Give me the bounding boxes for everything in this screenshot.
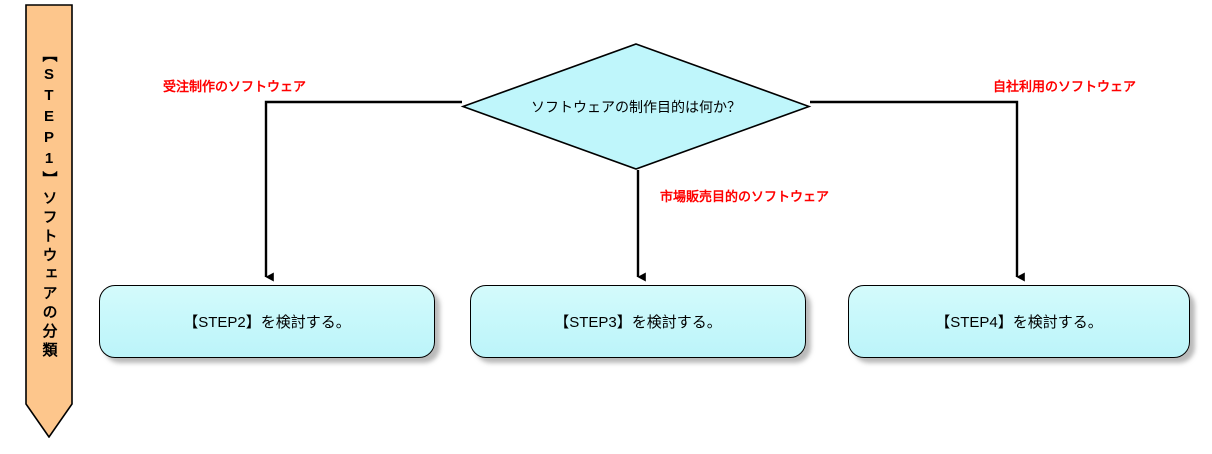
decision-diamond-polygon <box>460 43 812 170</box>
process-box-step4-label: 【STEP4】を検討する。 <box>935 314 1103 331</box>
process-box-step2[interactable]: 【STEP2】を検討する。 <box>99 285 435 358</box>
branch-label-right: 自社利用のソフトウェア <box>993 79 1137 94</box>
connector-right-branch <box>810 100 1025 282</box>
decision-diamond-shape <box>460 43 812 170</box>
step1-banner: 【STEP1】ソフトウェアの分類 <box>25 4 73 438</box>
connector-left-branch <box>264 100 462 282</box>
process-box-step3[interactable]: 【STEP3】を検討する。 <box>470 285 806 358</box>
process-box-step2-label: 【STEP2】を検討する。 <box>183 314 351 331</box>
process-box-step3-label: 【STEP3】を検討する。 <box>554 314 722 331</box>
step1-banner-shape <box>25 4 73 438</box>
branch-label-left: 受注制作のソフトウェア <box>163 79 307 94</box>
banner-arrow-polygon <box>25 4 73 438</box>
branch-label-center: 市場販売目的のソフトウェア <box>660 189 830 204</box>
process-box-step4[interactable]: 【STEP4】を検討する。 <box>848 285 1190 358</box>
decision-node: ソフトウェアの制作目的は何か？ <box>460 43 812 170</box>
